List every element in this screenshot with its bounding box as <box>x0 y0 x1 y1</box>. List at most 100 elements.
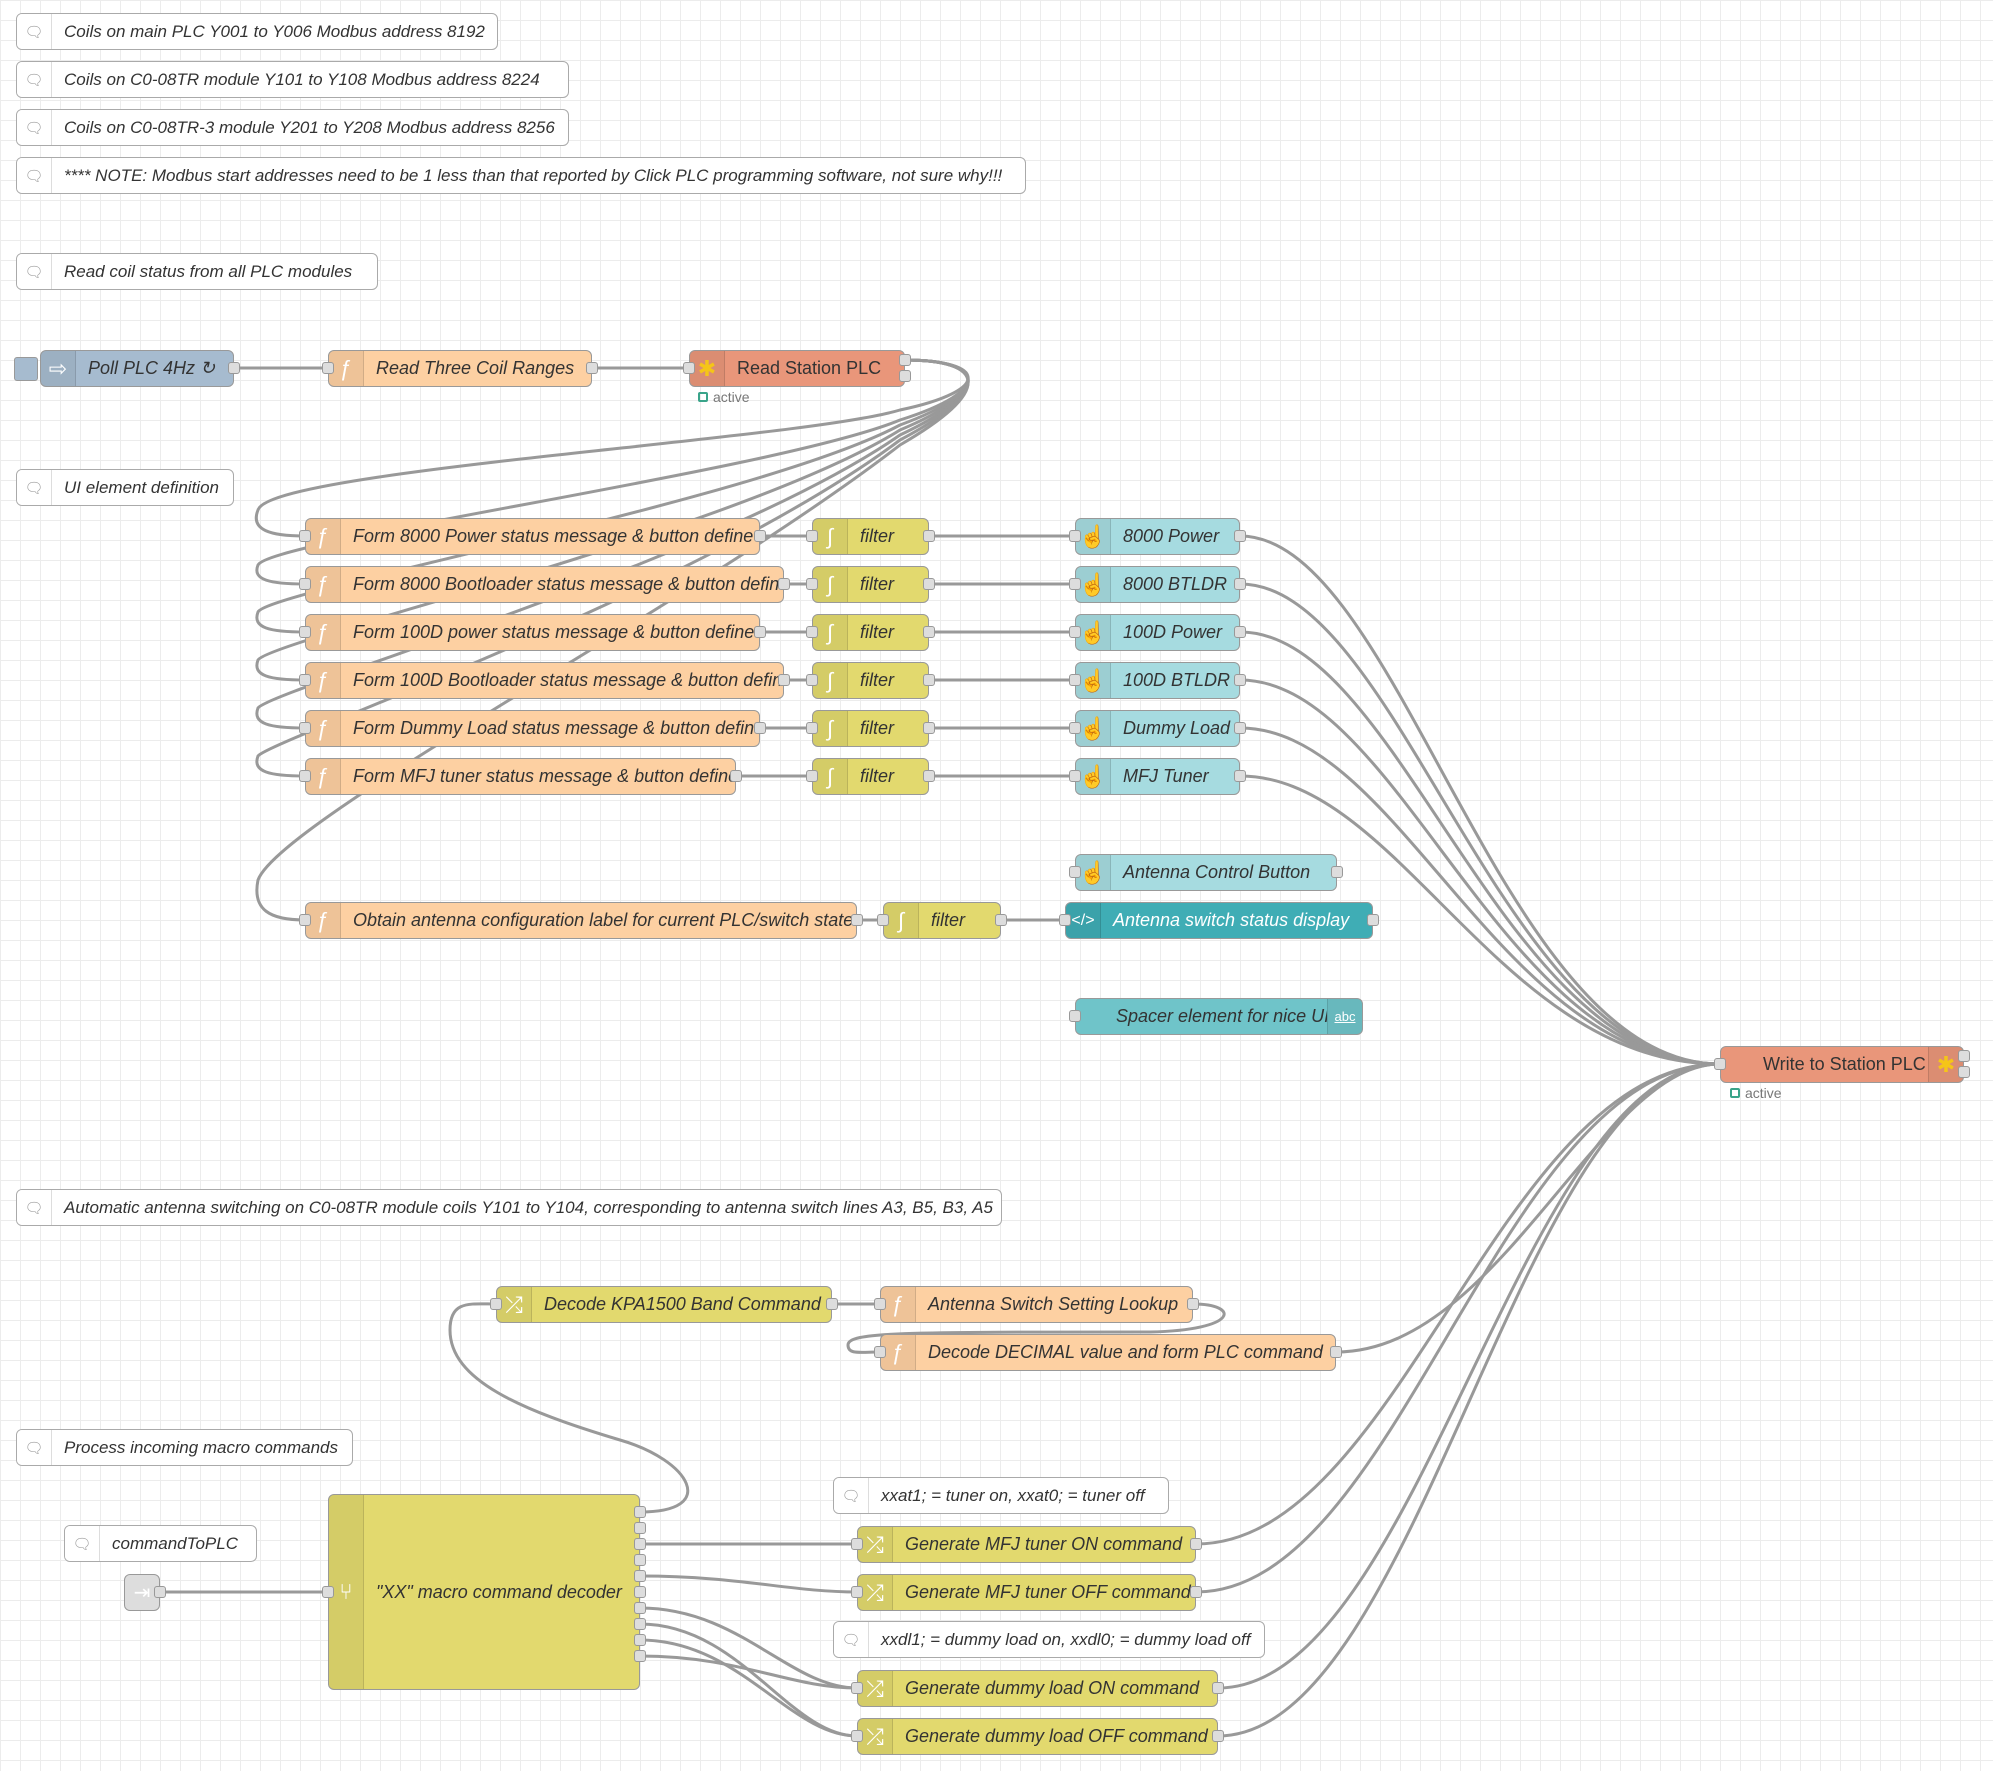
output-port[interactable] <box>634 1618 646 1630</box>
filter-node[interactable]: ∫ filter <box>812 518 929 555</box>
comment-node[interactable]: 🗨 xxdl1; = dummy load on, xxdl0; = dummy… <box>833 1621 1265 1658</box>
output-port[interactable] <box>923 770 935 782</box>
function-node[interactable]: ƒ Form 100D Bootloader status message & … <box>305 662 784 699</box>
button-node[interactable]: ☝ MFJ Tuner <box>1075 758 1240 795</box>
comment-node[interactable]: 🗨 Process incoming macro commands <box>16 1429 353 1466</box>
output-port[interactable] <box>228 362 240 374</box>
output-port[interactable] <box>1367 914 1379 926</box>
button-node[interactable]: ☝ Dummy Load <box>1075 710 1240 747</box>
input-port[interactable] <box>1069 722 1081 734</box>
filter-node[interactable]: ∫ filter <box>812 566 929 603</box>
input-port[interactable] <box>851 1538 863 1550</box>
input-port[interactable] <box>299 914 311 926</box>
input-port[interactable] <box>322 1586 334 1598</box>
macro-decoder-switch-node[interactable]: ⑂ "XX" macro command decoder <box>328 1494 640 1690</box>
output-port[interactable] <box>754 530 766 542</box>
comment-node[interactable]: 🗨 Coils on main PLC Y001 to Y006 Modbus … <box>16 13 498 50</box>
button-node[interactable]: ☝ 100D BTLDR <box>1075 662 1240 699</box>
output-port[interactable] <box>154 1586 166 1598</box>
output-port[interactable] <box>634 1554 646 1566</box>
filter-node[interactable]: ∫ filter <box>812 662 929 699</box>
write-station-plc-node[interactable]: Write to Station PLC ✱ <box>1720 1046 1964 1083</box>
function-node[interactable]: ƒ Form 8000 Power status message & butto… <box>305 518 760 555</box>
output-port[interactable] <box>1212 1730 1224 1742</box>
function-node[interactable]: ƒ Form 100D power status message & butto… <box>305 614 760 651</box>
input-port[interactable] <box>806 722 818 734</box>
output-port[interactable] <box>899 354 911 366</box>
output-port[interactable] <box>1190 1586 1202 1598</box>
input-port[interactable] <box>877 914 889 926</box>
input-port[interactable] <box>299 530 311 542</box>
dummy-load-on-change-node[interactable]: ⤮ Generate dummy load ON command <box>857 1670 1218 1707</box>
output-port[interactable] <box>923 626 935 638</box>
comment-node[interactable]: 🗨 commandToPLC <box>64 1525 257 1562</box>
output-port[interactable] <box>634 1538 646 1550</box>
output-port[interactable] <box>1330 1346 1342 1358</box>
output-port[interactable] <box>1187 1298 1199 1310</box>
output-port[interactable] <box>778 674 790 686</box>
inject-trigger-button[interactable] <box>14 357 38 381</box>
output-port[interactable] <box>634 1506 646 1518</box>
input-port[interactable] <box>1059 914 1071 926</box>
input-port[interactable] <box>1069 770 1081 782</box>
antenna-label-function-node[interactable]: ƒ Obtain antenna configuration label for… <box>305 902 857 939</box>
input-port[interactable] <box>322 362 334 374</box>
function-node[interactable]: ƒ Form 8000 Bootloader status message & … <box>305 566 784 603</box>
comment-node[interactable]: 🗨 **** NOTE: Modbus start addresses need… <box>16 157 1026 194</box>
input-port[interactable] <box>806 530 818 542</box>
dummy-load-off-change-node[interactable]: ⤮ Generate dummy load OFF command <box>857 1718 1218 1755</box>
read-station-plc-node[interactable]: ✱ Read Station PLC <box>689 350 905 387</box>
input-port[interactable] <box>1069 866 1081 878</box>
input-port[interactable] <box>1069 1010 1081 1022</box>
input-port[interactable] <box>299 722 311 734</box>
input-port[interactable] <box>1069 530 1081 542</box>
comment-node[interactable]: 🗨 Read coil status from all PLC modules <box>16 253 378 290</box>
input-port[interactable] <box>299 770 311 782</box>
input-port[interactable] <box>1714 1058 1726 1070</box>
antenna-control-button-node[interactable]: ☝ Antenna Control Button <box>1075 854 1337 891</box>
output-port[interactable] <box>1958 1050 1970 1062</box>
output-port[interactable] <box>634 1634 646 1646</box>
filter-node[interactable]: ∫ filter <box>883 902 1001 939</box>
function-node[interactable]: ƒ Form MFJ tuner status message & button… <box>305 758 736 795</box>
output-port[interactable] <box>634 1522 646 1534</box>
output-port[interactable] <box>923 674 935 686</box>
filter-node[interactable]: ∫ filter <box>812 758 929 795</box>
input-port[interactable] <box>806 578 818 590</box>
output-port[interactable] <box>1212 1682 1224 1694</box>
filter-node[interactable]: ∫ filter <box>812 710 929 747</box>
output-port[interactable] <box>1331 866 1343 878</box>
output-port[interactable] <box>1234 770 1246 782</box>
output-port[interactable] <box>1234 674 1246 686</box>
input-port[interactable] <box>299 578 311 590</box>
spacer-text-node[interactable]: Spacer element for nice UI abc <box>1075 998 1363 1035</box>
output-port[interactable] <box>899 370 911 382</box>
output-port[interactable] <box>634 1570 646 1582</box>
filter-node[interactable]: ∫ filter <box>812 614 929 651</box>
output-port[interactable] <box>730 770 742 782</box>
input-port[interactable] <box>299 626 311 638</box>
output-port[interactable] <box>923 530 935 542</box>
poll-inject-node[interactable]: ⇨ Poll PLC 4Hz ↻ <box>40 350 234 387</box>
output-port[interactable] <box>1234 626 1246 638</box>
output-port[interactable] <box>586 362 598 374</box>
comment-node[interactable]: 🗨 UI element definition <box>16 469 234 506</box>
input-port[interactable] <box>1069 578 1081 590</box>
comment-node[interactable]: 🗨 Automatic antenna switching on C0-08TR… <box>16 1189 1002 1226</box>
input-port[interactable] <box>874 1298 886 1310</box>
decode-band-change-node[interactable]: ⤮ Decode KPA1500 Band Command <box>496 1286 832 1323</box>
antenna-lookup-function-node[interactable]: ƒ Antenna Switch Setting Lookup <box>880 1286 1193 1323</box>
input-port[interactable] <box>851 1682 863 1694</box>
input-port[interactable] <box>1069 626 1081 638</box>
function-node[interactable]: ƒ Form Dummy Load status message & butto… <box>305 710 760 747</box>
input-port[interactable] <box>851 1586 863 1598</box>
comment-node[interactable]: 🗨 Coils on C0-08TR module Y101 to Y108 M… <box>16 61 569 98</box>
output-port[interactable] <box>634 1586 646 1598</box>
output-port[interactable] <box>923 578 935 590</box>
comment-node[interactable]: 🗨 Coils on C0-08TR-3 module Y201 to Y208… <box>16 109 569 146</box>
output-port[interactable] <box>826 1298 838 1310</box>
output-port[interactable] <box>1190 1538 1202 1550</box>
output-port[interactable] <box>754 722 766 734</box>
output-port[interactable] <box>778 578 790 590</box>
input-port[interactable] <box>1069 674 1081 686</box>
